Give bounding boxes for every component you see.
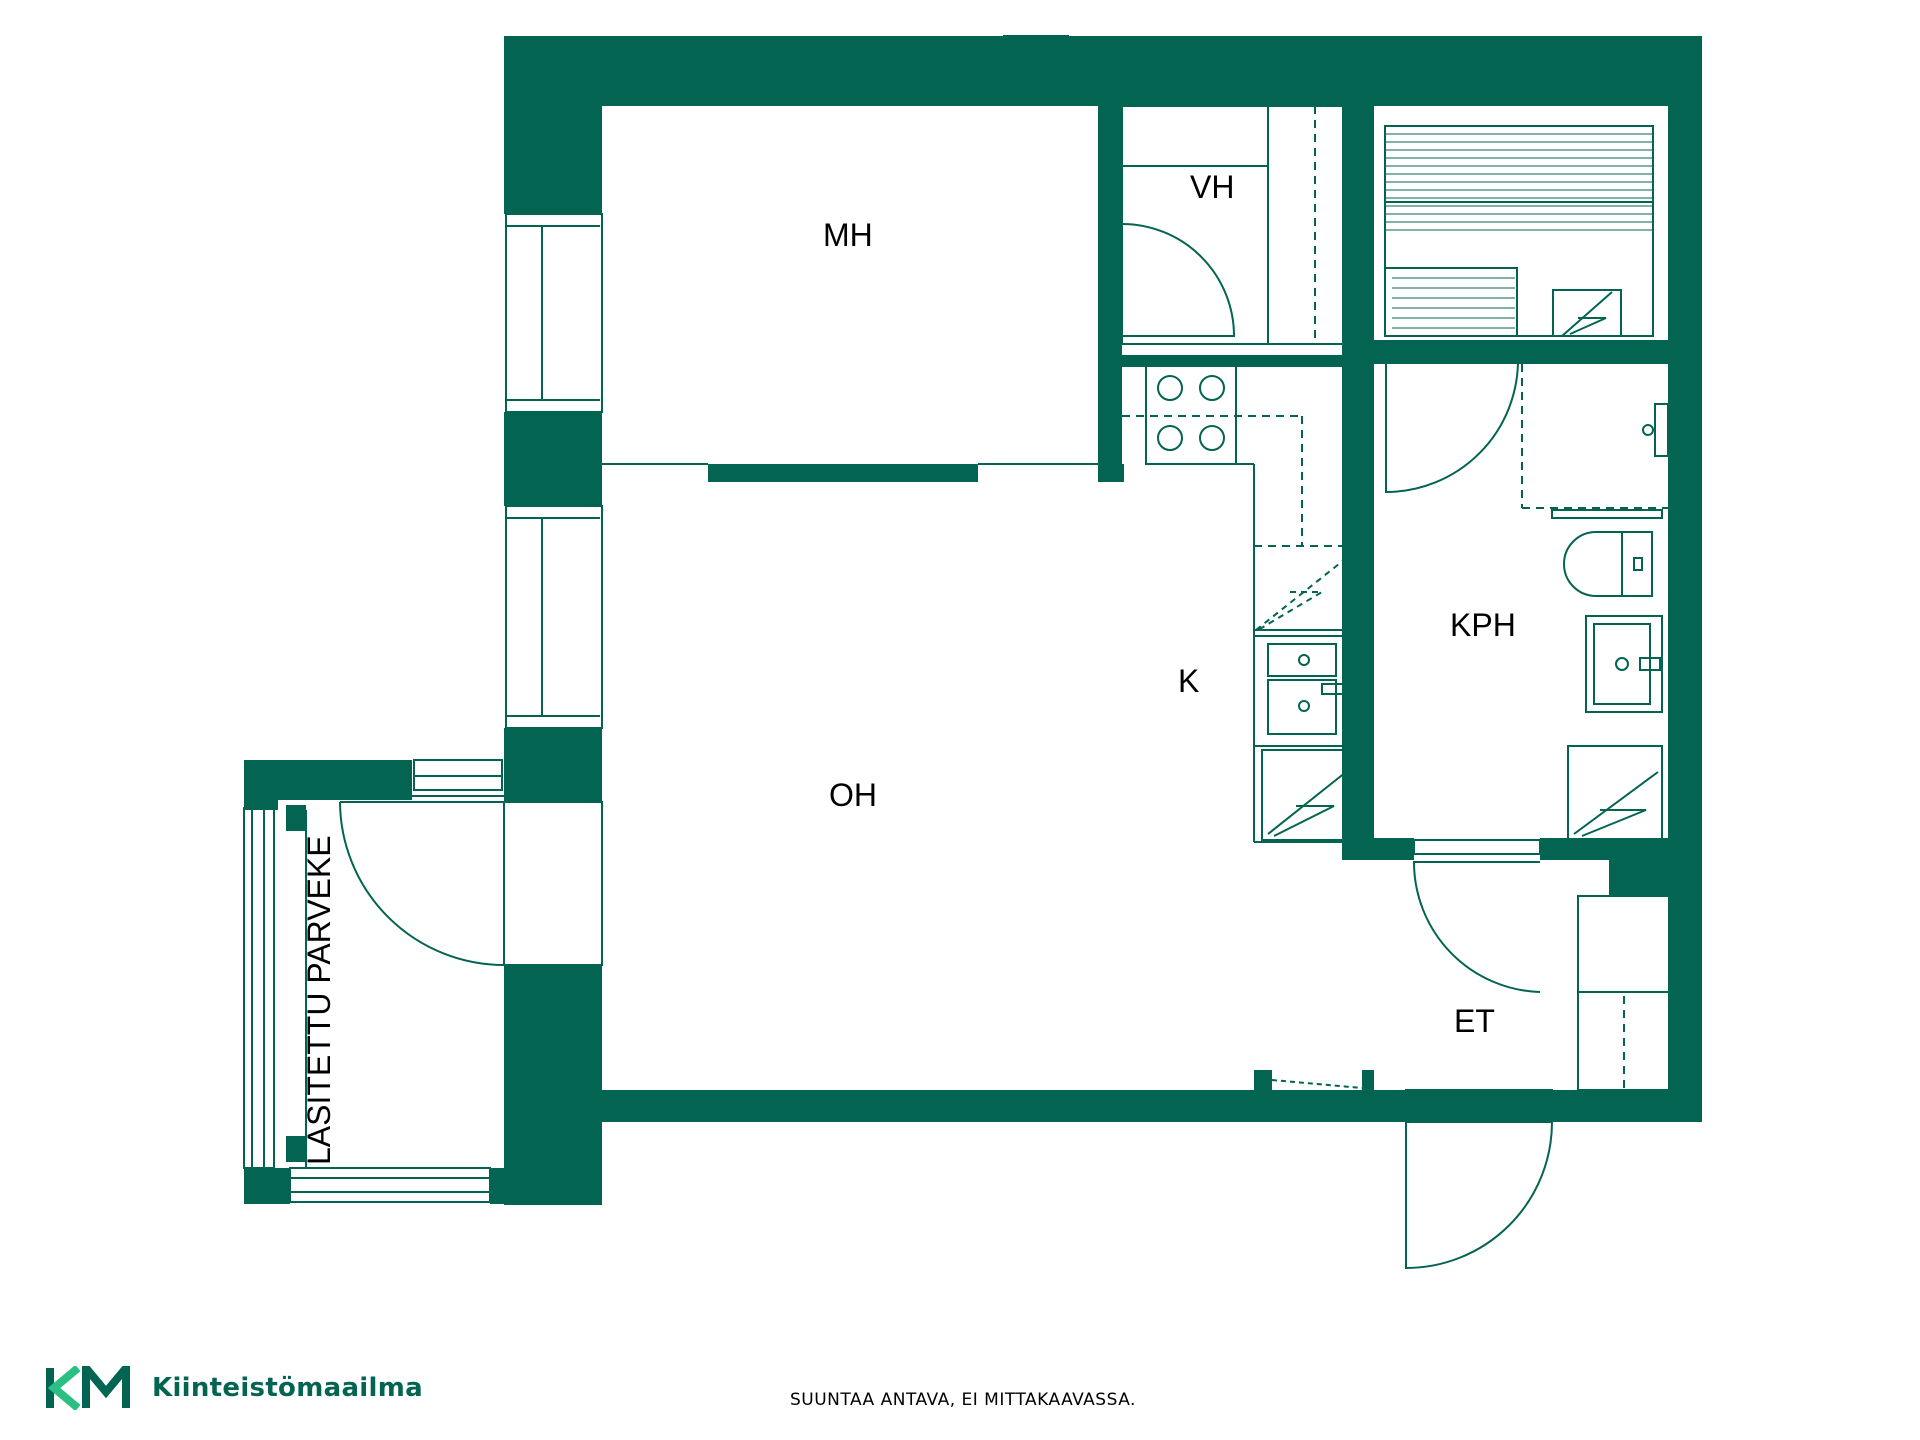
room-label-mh: MH (823, 217, 873, 253)
room-labels: MH VH OH K KPH ET LASITETTU PARVEKE (301, 169, 1516, 1165)
brand-name: Kiinteistömaailma (152, 1373, 423, 1403)
room-label-k: K (1178, 663, 1199, 699)
room-label-et: ET (1454, 1003, 1495, 1039)
room-label-kph: KPH (1450, 607, 1516, 643)
walls (244, 36, 1702, 1205)
km-logo-icon (46, 1366, 130, 1410)
disclaimer-note: SUUNTAA ANTAVA, EI MITTAKAAVASSA. (790, 1390, 1136, 1410)
room-label-balcony: LASITETTU PARVEKE (301, 835, 337, 1165)
room-label-vh: VH (1190, 169, 1234, 205)
room-label-oh: OH (829, 777, 877, 813)
fixtures-and-openings (243, 35, 1671, 1270)
brand: Kiinteistömaailma (44, 1366, 423, 1410)
